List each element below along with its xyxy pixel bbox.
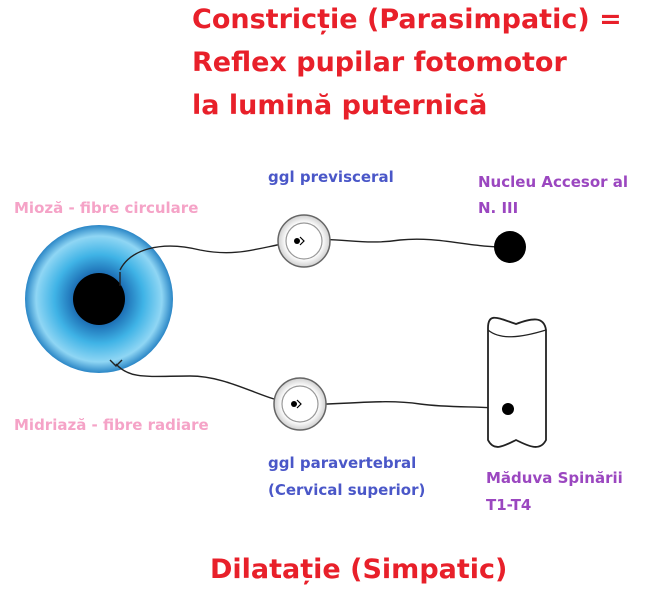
eye (25, 225, 173, 373)
title-line-3: la lumină puternică (192, 90, 488, 121)
ggl-paravertebral-circle (273, 377, 327, 431)
label-nucleu-accesor: Nucleu Accesor al (478, 173, 629, 191)
pupil (73, 273, 125, 325)
spinal-cord (487, 316, 547, 448)
label-n-iii: N. III (478, 199, 519, 217)
label-t1-t4: T1-T4 (486, 496, 532, 514)
label-mioza: Mioză - fibre circulare (14, 199, 199, 217)
label-midriaza: Midriază - fibre radiare (14, 416, 209, 434)
label-maduva-spinarii: Măduva Spinării (486, 469, 623, 487)
bottom-title: Dilatație (Simpatic) (210, 554, 508, 585)
nucleu-accesor-dot (494, 231, 526, 263)
preganglionic-fiber-top (299, 238, 511, 248)
preganglionic-fiber-bottom (295, 401, 509, 410)
title-line-2: Reflex pupilar fotomotor (192, 47, 567, 78)
label-cervical-superior: (Cervical superior) (268, 481, 426, 499)
title-line-1: Constricție (Parasimpatic) = (192, 4, 622, 35)
fiber-ending-bottom (109, 359, 123, 367)
postganglionic-fiber-bottom (115, 363, 297, 405)
label-ggl-previsceral: ggl previsceral (268, 168, 394, 186)
label-ggl-paravertebral: ggl paravertebral (268, 454, 417, 472)
postganglionic-fiber-top (119, 240, 301, 271)
ggl-previsceral-circle (277, 214, 331, 268)
